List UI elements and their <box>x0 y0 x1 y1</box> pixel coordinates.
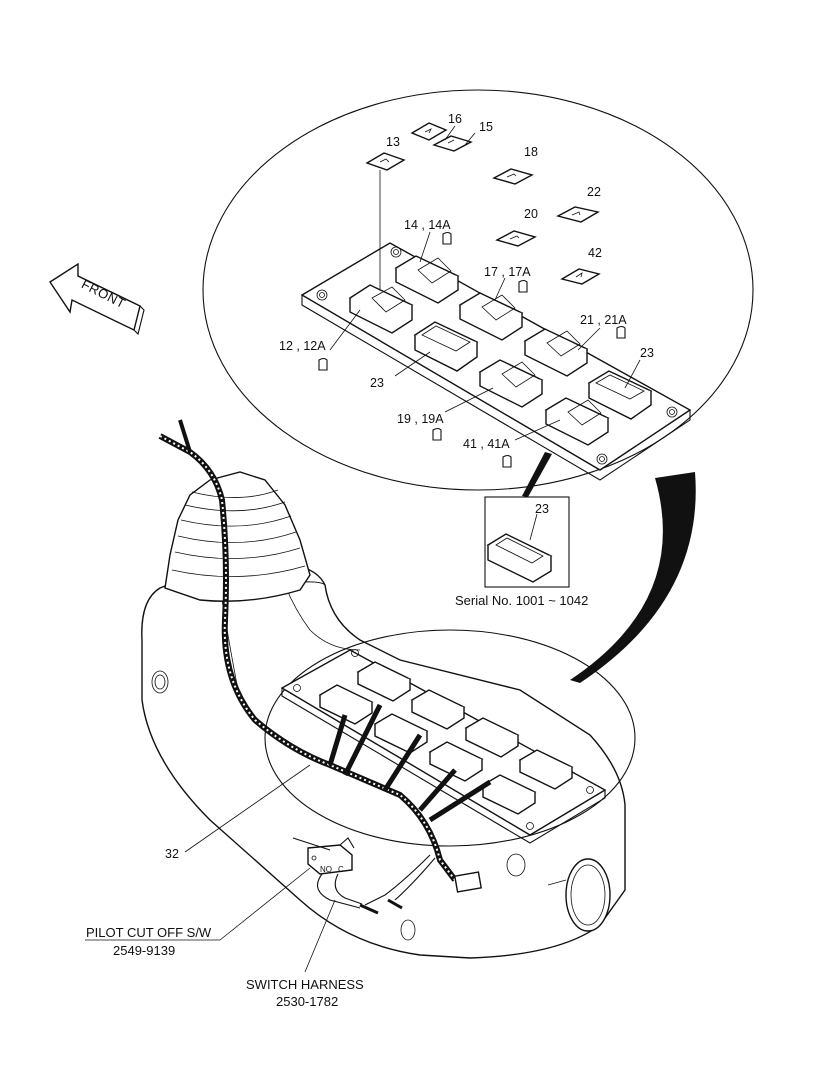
callout-12-12a: 12 , 12A <box>279 339 326 353</box>
contact-c: C <box>338 865 344 874</box>
callout-23-b: 23 <box>370 376 384 390</box>
leader-lines <box>329 125 641 441</box>
pilot-cut-off-name: PILOT CUT OFF S/W <box>86 925 212 940</box>
joystick-boot <box>164 471 311 602</box>
callout-18: 18 <box>524 145 538 159</box>
symbol-plates <box>365 122 601 285</box>
bottom-leaders <box>85 764 336 973</box>
callout-23-a: 23 <box>640 346 654 360</box>
rocker-switch-1 <box>348 284 414 334</box>
callout-22: 22 <box>587 185 601 199</box>
callout-13: 13 <box>386 135 400 149</box>
blank-switch-2 <box>587 370 653 420</box>
callout-19-19a: 19 , 19A <box>397 412 444 426</box>
rocker-switch-2 <box>394 255 460 304</box>
pilot-cut-off-switch: NO C <box>292 837 363 909</box>
callout-17-17a: 17 , 17A <box>484 265 531 279</box>
contact-no: NO <box>320 865 332 874</box>
inset-box: 23 <box>484 496 570 588</box>
switch-panel-console <box>280 649 607 844</box>
callout-20: 20 <box>524 207 538 221</box>
console-detail-ellipse <box>264 629 636 847</box>
front-arrow: FRONT <box>49 262 145 336</box>
detail-ellipse <box>202 89 754 491</box>
switch-harness-name: SWITCH HARNESS <box>246 977 364 992</box>
callout-14-14a: 14 , 14A <box>404 218 451 232</box>
inset-caption: Serial No. 1001 ~ 1042 <box>455 593 588 608</box>
rocker-switch-6 <box>544 397 610 446</box>
detail-connector <box>570 472 696 683</box>
rocker-switch-4 <box>523 328 589 377</box>
console-body <box>141 564 626 959</box>
callout-15: 15 <box>479 120 493 134</box>
switch-harness-number: 2530-1782 <box>276 994 338 1009</box>
callout-32: 32 <box>165 847 179 861</box>
bulbs <box>318 231 626 468</box>
callout-16: 16 <box>448 112 462 126</box>
blank-switch-1 <box>413 321 479 372</box>
callout-21-21a: 21 , 21A <box>580 313 627 327</box>
callout-23-inset: 23 <box>535 502 549 516</box>
inset-connector <box>522 452 552 497</box>
callout-41-41a: 41 , 41A <box>463 437 510 451</box>
wiring-harness <box>158 419 492 915</box>
callout-42: 42 <box>588 246 602 260</box>
rocker-switch-5 <box>478 359 544 408</box>
pilot-cut-off-number: 2549-9139 <box>113 943 175 958</box>
